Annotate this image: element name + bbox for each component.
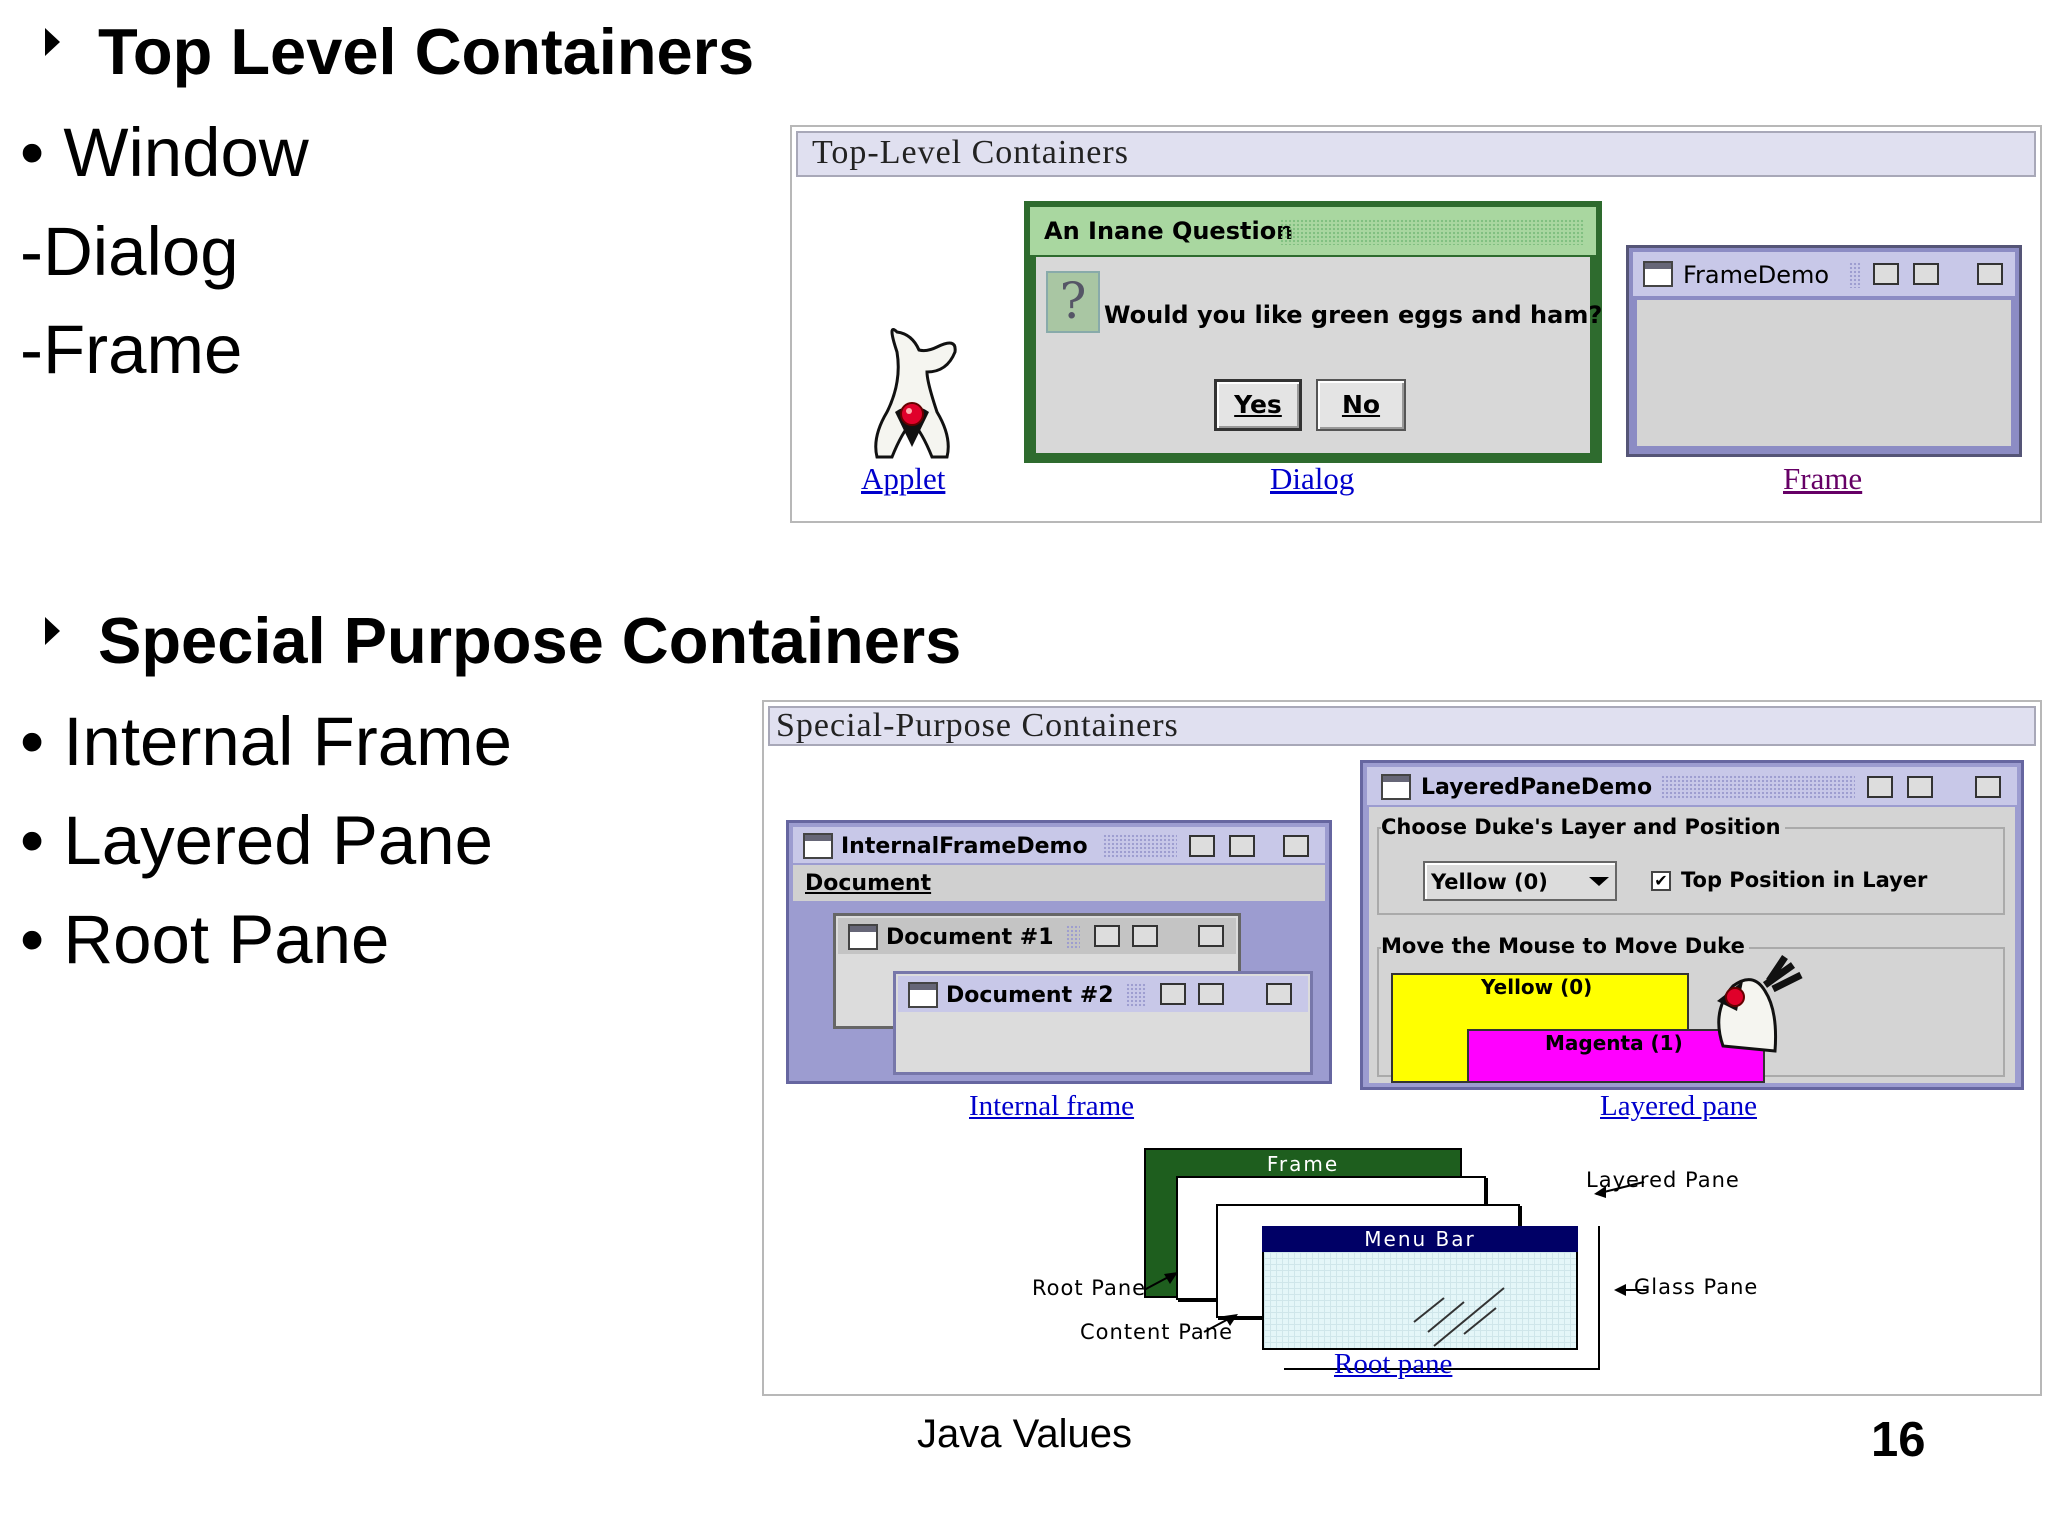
minimize-icon[interactable] — [1094, 925, 1120, 947]
frame-demo-window: FrameDemo — [1626, 245, 2022, 457]
layered-pane-grip — [1661, 775, 1855, 799]
maximize-icon[interactable] — [1229, 835, 1255, 857]
layered-pane-title: LayeredPaneDemo — [1421, 775, 1653, 800]
maximize-icon[interactable] — [1132, 925, 1158, 947]
dialog-window: An Inane Question ? Would you like green… — [1024, 201, 1602, 463]
close-icon[interactable] — [1266, 983, 1292, 1005]
menu-bar-layer: Menu Bar — [1262, 1226, 1578, 1252]
internal-frame-grip — [1103, 834, 1177, 858]
move-duke-group-label: Move the Mouse to Move Duke — [1381, 934, 1749, 958]
document-1-titlebar: Document #1 — [838, 918, 1236, 954]
maximize-icon[interactable] — [1198, 983, 1224, 1005]
minimize-icon[interactable] — [1189, 835, 1215, 857]
internal-frame-titlebar: InternalFrameDemo — [793, 827, 1325, 863]
root-pane-link[interactable]: Root pane — [1334, 1348, 1453, 1380]
document-1-grip — [1066, 925, 1080, 949]
bullet-root-pane: • Root Pane — [20, 901, 390, 978]
content-pane-callout-label: Content Pane — [1080, 1320, 1234, 1344]
heading-arrow-icon — [45, 28, 60, 56]
document-menu[interactable]: Document — [805, 871, 932, 896]
internal-frame-window-icon — [803, 833, 833, 859]
layered-pane-link[interactable]: Layered pane — [1600, 1090, 1757, 1122]
dialog-message: Would you like green eggs and ham? — [1104, 301, 1603, 329]
internal-frame-title: InternalFrameDemo — [841, 834, 1088, 859]
duke-icon — [1717, 955, 1803, 1053]
layered-pane-callout-label: Layered Pane — [1586, 1168, 1740, 1192]
dialog-link[interactable]: Dialog — [1270, 461, 1355, 496]
page-number: 16 — [1871, 1413, 1926, 1467]
internal-frame-menubar: Document — [793, 865, 1325, 901]
applet-link[interactable]: Applet — [861, 461, 946, 496]
document-2-window-icon — [908, 982, 938, 1008]
bullet-dialog: -Dialog — [20, 213, 239, 290]
root-pane-callout-label: Root Pane — [1032, 1276, 1147, 1300]
no-button[interactable]: No — [1316, 379, 1406, 431]
top-position-checkbox[interactable]: ✔ — [1651, 871, 1671, 891]
top-level-heading: Top Level Containers — [98, 15, 755, 88]
yes-button[interactable]: Yes — [1214, 379, 1302, 431]
magenta-layer-label: Magenta (1) — [1545, 1031, 1683, 1055]
question-icon: ? — [1046, 271, 1100, 333]
special-purpose-heading: Special Purpose Containers — [98, 604, 962, 677]
frame-layer-label: Frame — [1266, 1152, 1340, 1176]
document-1-window-icon — [848, 924, 878, 950]
close-icon[interactable] — [1977, 263, 2003, 285]
special-purpose-panel-title: Special-Purpose Containers — [768, 706, 2036, 746]
top-position-label: Top Position in Layer — [1681, 868, 1928, 892]
frame-demo-titlebar: FrameDemo — [1633, 252, 2015, 296]
layered-pane-titlebar: LayeredPaneDemo — [1367, 767, 2017, 805]
internal-frame-demo-window: InternalFrameDemo Document Document #1 — [786, 820, 1332, 1084]
layered-pane-content: Choose Duke's Layer and Position Yellow … — [1369, 807, 2015, 1083]
glass-pane-layer — [1262, 1252, 1578, 1350]
root-pane-callouts — [1143, 1181, 1648, 1333]
frame-demo-content — [1637, 300, 2011, 446]
special-purpose-panel: Special-Purpose Containers InternalFrame… — [762, 700, 2042, 1396]
frame-link[interactable]: Frame — [1783, 461, 1863, 496]
minimize-icon[interactable] — [1873, 263, 1899, 285]
duke-applet-icon — [874, 328, 957, 459]
document-2-title: Document #2 — [946, 983, 1114, 1008]
maximize-icon[interactable] — [1913, 263, 1939, 285]
dialog-title: An Inane Question — [1044, 217, 1294, 245]
layered-pane-window-icon — [1381, 774, 1411, 800]
top-level-panel-title: Top-Level Containers — [796, 131, 2036, 177]
close-icon[interactable] — [1975, 776, 2001, 798]
internal-frame-link[interactable]: Internal frame — [969, 1090, 1135, 1122]
close-icon[interactable] — [1198, 925, 1224, 947]
dialog-titlebar: An Inane Question — [1030, 207, 1596, 255]
layer-select[interactable]: Yellow (0) — [1423, 861, 1617, 901]
bullet-internal-frame: • Internal Frame — [20, 703, 512, 780]
bullet-window: • Window — [20, 114, 309, 191]
chevron-down-icon — [1589, 877, 1609, 886]
heading-arrow-icon-2 — [45, 617, 60, 645]
glass-reflection-icon — [1413, 1287, 1505, 1347]
frame-demo-grip — [1849, 262, 1861, 288]
bullet-layered-pane: • Layered Pane — [20, 802, 493, 879]
dialog-title-grip — [1280, 219, 1584, 245]
document-2-titlebar: Document #2 — [898, 976, 1308, 1012]
bullet-frame: -Frame — [20, 311, 243, 388]
no-button-label: No — [1341, 390, 1381, 419]
layer-position-group-label: Choose Duke's Layer and Position — [1381, 815, 1785, 839]
yellow-layer-label: Yellow (0) — [1481, 975, 1593, 999]
menu-bar-label: Menu Bar — [1364, 1227, 1476, 1251]
magenta-layer: Magenta (1) — [1467, 1029, 1765, 1083]
glass-outer-frame — [1284, 1226, 1600, 1370]
frame-demo-window-icon — [1643, 261, 1673, 287]
maximize-icon[interactable] — [1907, 776, 1933, 798]
minimize-icon[interactable] — [1160, 983, 1186, 1005]
document-2-window: Document #2 — [893, 971, 1313, 1075]
document-2-grip — [1126, 983, 1146, 1007]
layer-select-value: Yellow (0) — [1431, 870, 1548, 894]
footer-title: Java Values — [917, 1412, 1132, 1456]
close-icon[interactable] — [1283, 835, 1309, 857]
yes-button-label: Yes — [1234, 390, 1282, 419]
dialog-body: ? Would you like green eggs and ham? Yes… — [1036, 257, 1602, 453]
frame-demo-title: FrameDemo — [1683, 261, 1830, 289]
minimize-icon[interactable] — [1867, 776, 1893, 798]
glass-pane-callout-label: Glass Pane — [1634, 1275, 1759, 1299]
document-1-title: Document #1 — [886, 925, 1054, 950]
layered-pane-demo-window: LayeredPaneDemo Choose Duke's Layer and … — [1360, 760, 2024, 1090]
top-level-panel: Top-Level Containers Applet An Inane Que… — [790, 125, 2042, 523]
